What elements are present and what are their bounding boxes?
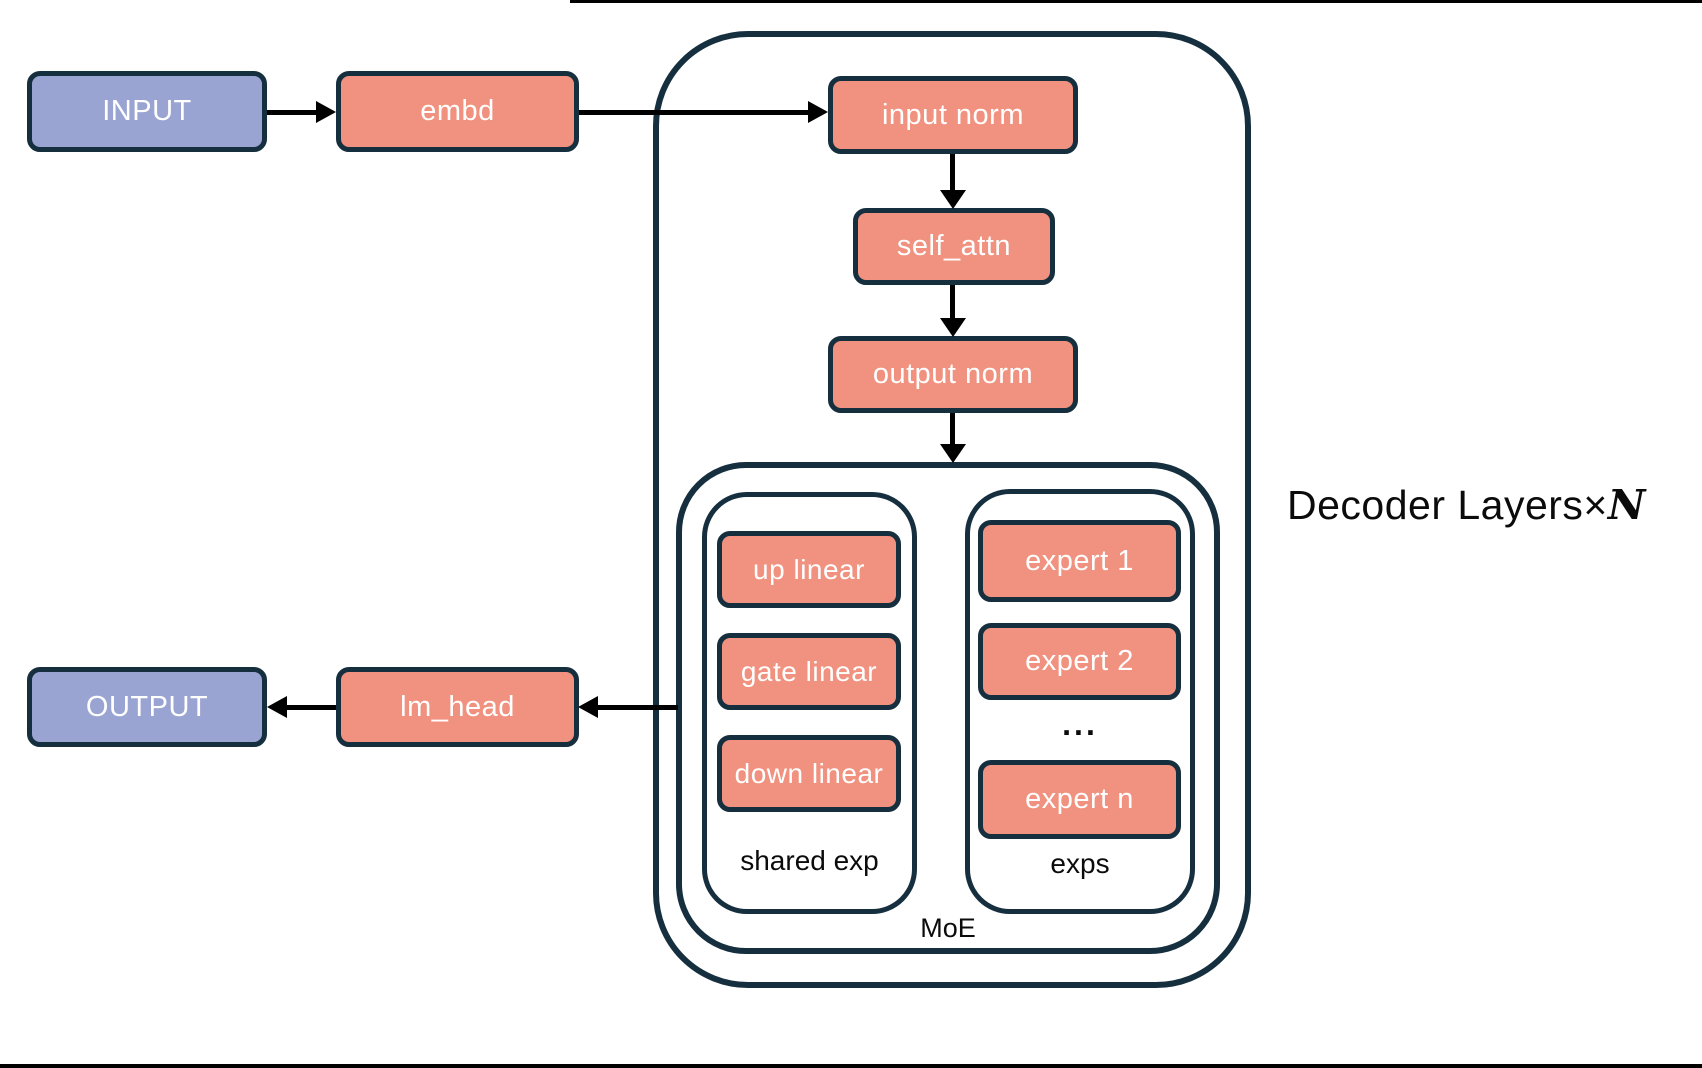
arrow-head-down-icon (940, 444, 966, 463)
shared-exp-container (702, 492, 917, 914)
arrow-line (597, 705, 678, 710)
shared-exp-label: shared exp (740, 845, 879, 876)
gate-linear-node-label: gate linear (740, 655, 878, 687)
output-norm-node-label: output norm (872, 358, 1034, 390)
expert-1-node-label: expert 1 (1025, 544, 1134, 577)
moe-label: MoE (920, 913, 976, 943)
lm-head-node-label: lm_head (400, 690, 515, 723)
output-node-label: OUTPUT (85, 690, 209, 723)
experts-ellipsis: ... (1062, 706, 1098, 742)
decoder-layers-container (653, 31, 1251, 988)
arrow-line (950, 413, 955, 445)
arrow-head-down-icon (940, 190, 966, 209)
bottom-edge-line (0, 1064, 1702, 1068)
top-edge-line (570, 0, 1702, 3)
expert-2-node-label: expert 2 (1025, 645, 1134, 677)
self-attn-node-label: self_attn (896, 230, 1012, 262)
arrow-line (286, 705, 336, 710)
up-linear-node: up linear (717, 531, 901, 608)
arrow-head-left-icon (267, 696, 287, 718)
expert-2-node: expert 2 (978, 623, 1181, 700)
gate-linear-node: gate linear (717, 633, 901, 710)
embd-node-label: embd (420, 95, 495, 127)
exps-container (965, 489, 1195, 914)
output-norm-node: output norm (828, 336, 1078, 413)
exps-label: exps (1050, 848, 1110, 879)
arrow-head-right-icon (316, 101, 336, 123)
input-node-label: INPUT (102, 95, 192, 127)
embd-node: embd (336, 71, 579, 152)
expert-1-node: expert 1 (978, 520, 1181, 602)
arrow-line (950, 154, 955, 191)
up-linear-node-label: up linear (753, 553, 865, 585)
decoder-layers-count-n: N (1607, 481, 1646, 529)
input-norm-node: input norm (828, 76, 1078, 154)
self-attn-node: self_attn (853, 208, 1055, 285)
arrow-head-right-icon (808, 101, 828, 123)
expert-n-node-label: expert n (1025, 783, 1134, 815)
arrow-head-down-icon (940, 318, 966, 337)
lm-head-node: lm_head (336, 667, 579, 747)
moe-container (676, 462, 1220, 954)
decoder-layers-label-prefix: Decoder Layers× (1287, 482, 1608, 528)
decoder-layers-label: Decoder Layers×N (1287, 481, 1646, 529)
arrow-line (579, 110, 810, 115)
arrow-head-left-icon (578, 696, 598, 718)
output-node: OUTPUT (27, 667, 267, 747)
down-linear-node-label: down linear (734, 757, 884, 789)
input-norm-node-label: input norm (881, 98, 1024, 131)
down-linear-node: down linear (717, 735, 901, 812)
input-node: INPUT (27, 71, 267, 152)
arrow-line (267, 110, 318, 115)
arrow-line (950, 285, 955, 319)
expert-n-node: expert n (978, 760, 1181, 839)
